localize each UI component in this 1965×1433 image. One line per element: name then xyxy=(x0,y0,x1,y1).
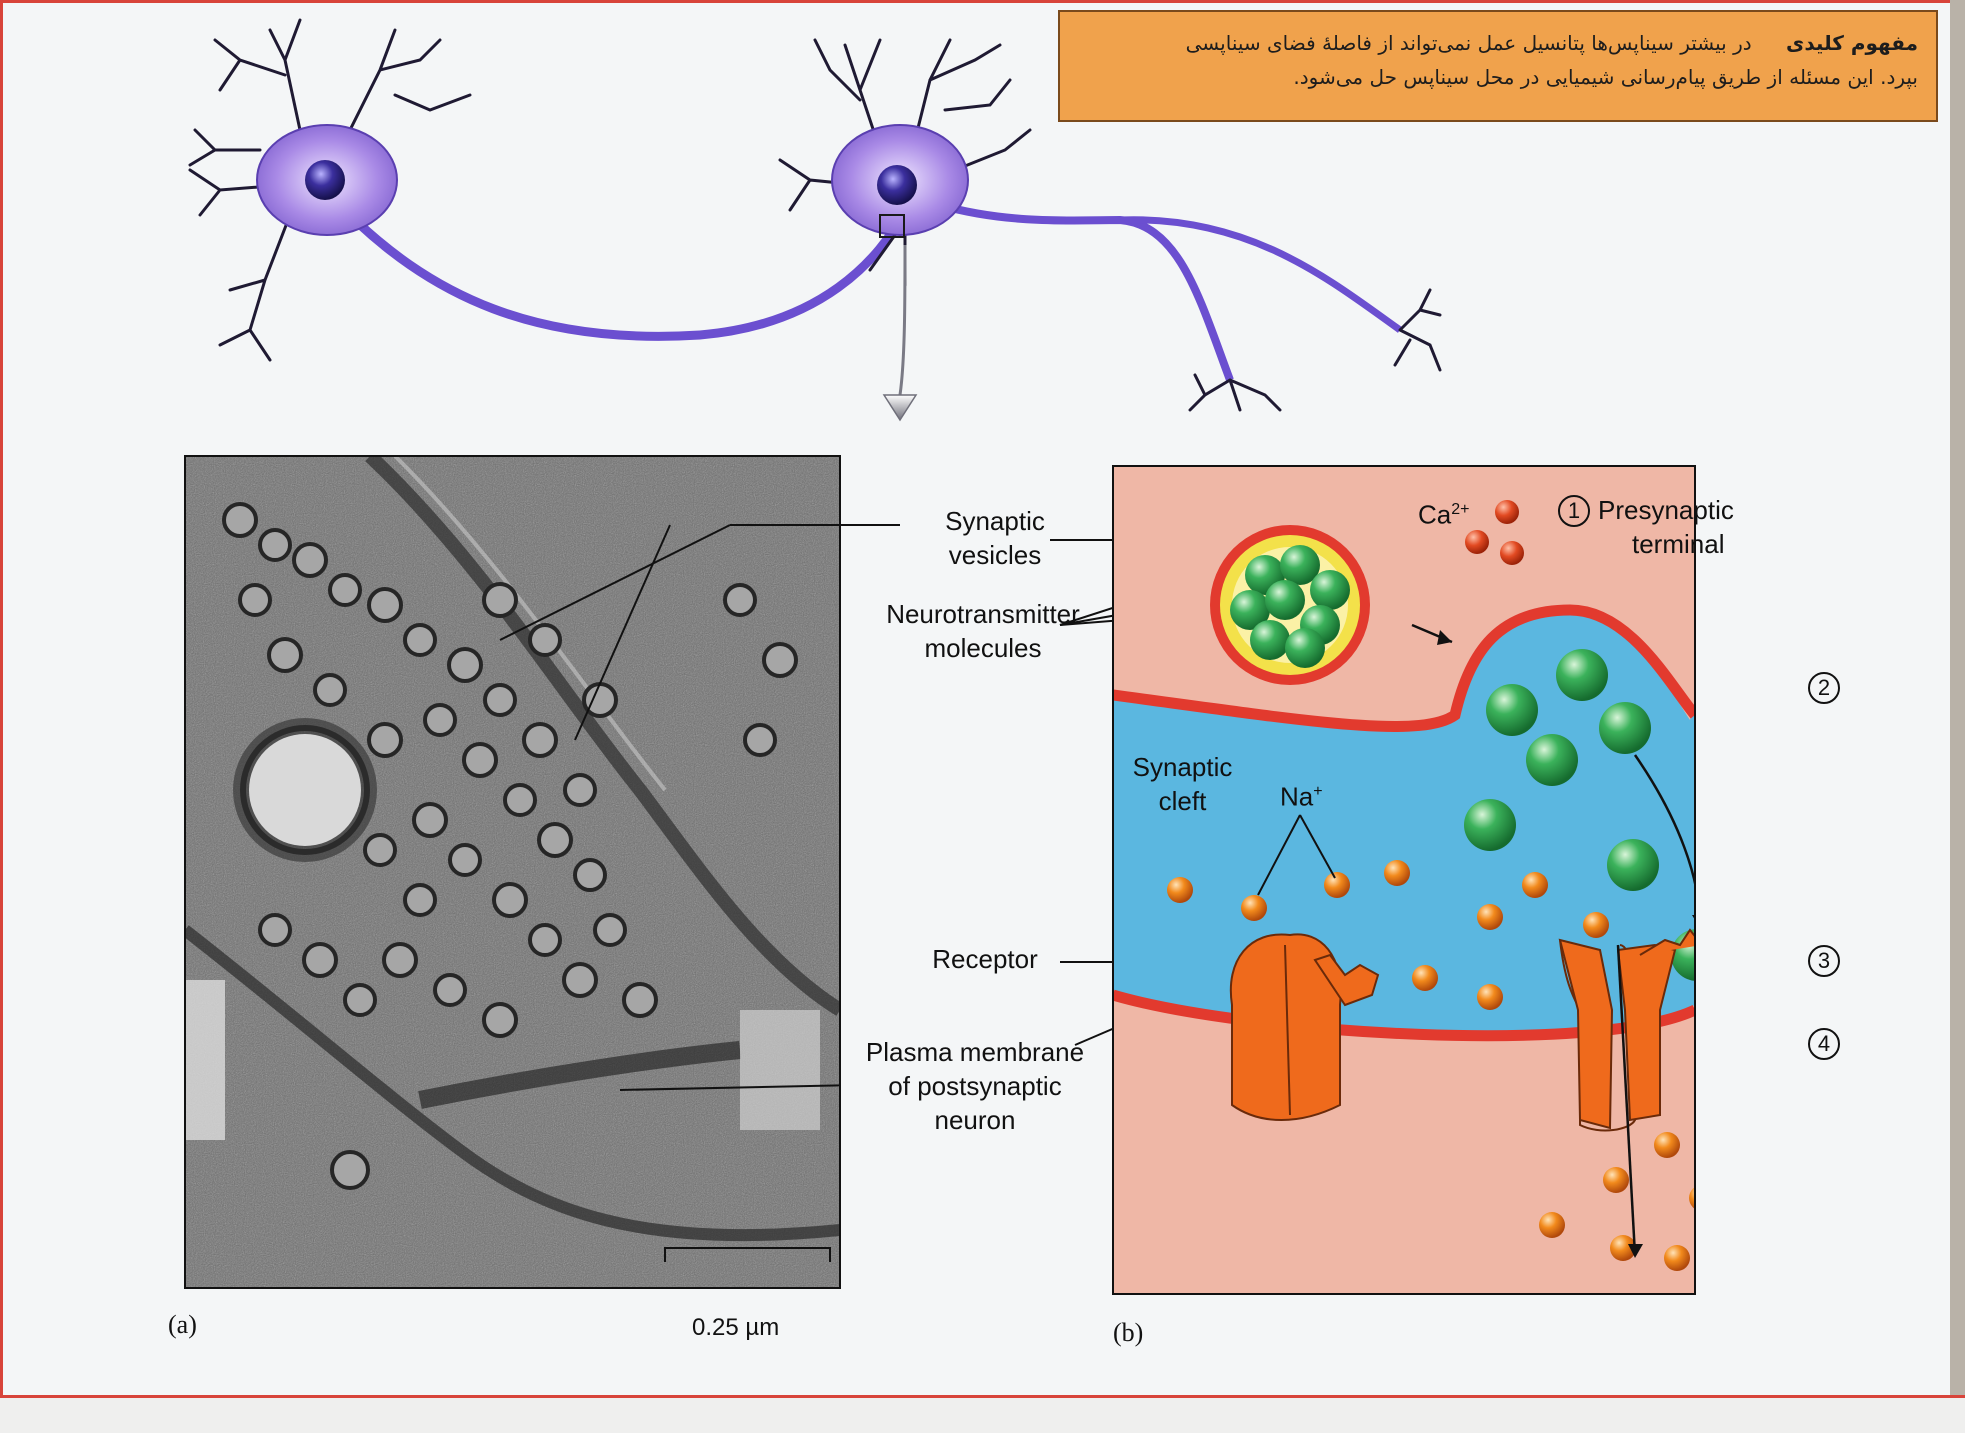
label-neurotransmitter-line1: Neurotransmitter xyxy=(886,599,1080,629)
page-edge-strip xyxy=(1950,0,1965,1430)
step-number-3: 3 xyxy=(1808,945,1840,977)
label-sodium-ion: Na+ xyxy=(1280,775,1323,814)
label-synaptic-cleft: Synaptic cleft xyxy=(1125,750,1240,818)
key-concept-line-2: بپرد. این مسئله از طریق پیام‌رسانی شیمیا… xyxy=(1293,65,1918,89)
panel-b-tag: (b) xyxy=(1113,1318,1144,1347)
label-calcium-ion: Ca2+ xyxy=(1418,493,1470,532)
key-concept-line-1: در بیشتر سیناپس‌ها پتانسیل عمل نمی‌تواند… xyxy=(1185,31,1752,55)
neuron-illustration xyxy=(188,18,1442,422)
label-plasma-membrane: Plasma membrane of postsynaptic neuron xyxy=(845,1035,1105,1137)
label-synaptic-vesicles-line1: Synaptic xyxy=(945,506,1045,536)
label-plasma-line3: neuron xyxy=(934,1105,1016,1135)
label-synaptic-cleft-line2: cleft xyxy=(1158,786,1207,816)
step-number-2: 2 xyxy=(1808,672,1840,704)
label-presynaptic-line2: terminal xyxy=(1632,529,1725,559)
label-synaptic-vesicles: Synaptic vesicles xyxy=(905,504,1085,572)
label-presynaptic-line1: Presynaptic xyxy=(1598,495,1734,525)
label-synaptic-cleft-line1: Synaptic xyxy=(1132,752,1233,782)
label-synaptic-vesicles-line2: vesicles xyxy=(948,540,1042,570)
step-number-4: 4 xyxy=(1808,1028,1840,1060)
page-bottom-band xyxy=(0,1395,1965,1433)
panel-a-tag: (a) xyxy=(168,1310,197,1339)
label-presynaptic-terminal: Presynaptic terminal xyxy=(1598,493,1748,561)
receptor-closed xyxy=(1229,933,1380,1121)
label-plasma-line2: of postsynaptic xyxy=(888,1071,1062,1101)
receptor-open xyxy=(1558,928,1695,1132)
key-concept-box: مفهوم کلیدی در بیشتر سیناپس‌ها پتانسیل ع… xyxy=(1058,10,1938,122)
scale-bar xyxy=(664,1247,831,1262)
key-concept-title: مفهوم کلیدی xyxy=(1786,31,1918,55)
label-calcium-symbol: Ca xyxy=(1418,499,1452,530)
label-receptor: Receptor xyxy=(932,944,1038,974)
label-calcium-charge: 2+ xyxy=(1451,501,1470,518)
label-plasma-line1: Plasma membrane xyxy=(865,1037,1085,1067)
synapse-schematic xyxy=(1113,466,1695,1294)
label-sodium-charge: + xyxy=(1313,783,1323,800)
electron-micrograph xyxy=(185,456,840,1288)
step-number-1: 1 xyxy=(1558,495,1590,527)
scale-bar-label: 0.25 µm xyxy=(692,1314,780,1341)
label-neurotransmitter-molecules: Neurotransmitter molecules xyxy=(858,597,1108,665)
label-sodium-symbol: Na xyxy=(1280,781,1314,812)
label-neurotransmitter-line2: molecules xyxy=(924,633,1042,663)
